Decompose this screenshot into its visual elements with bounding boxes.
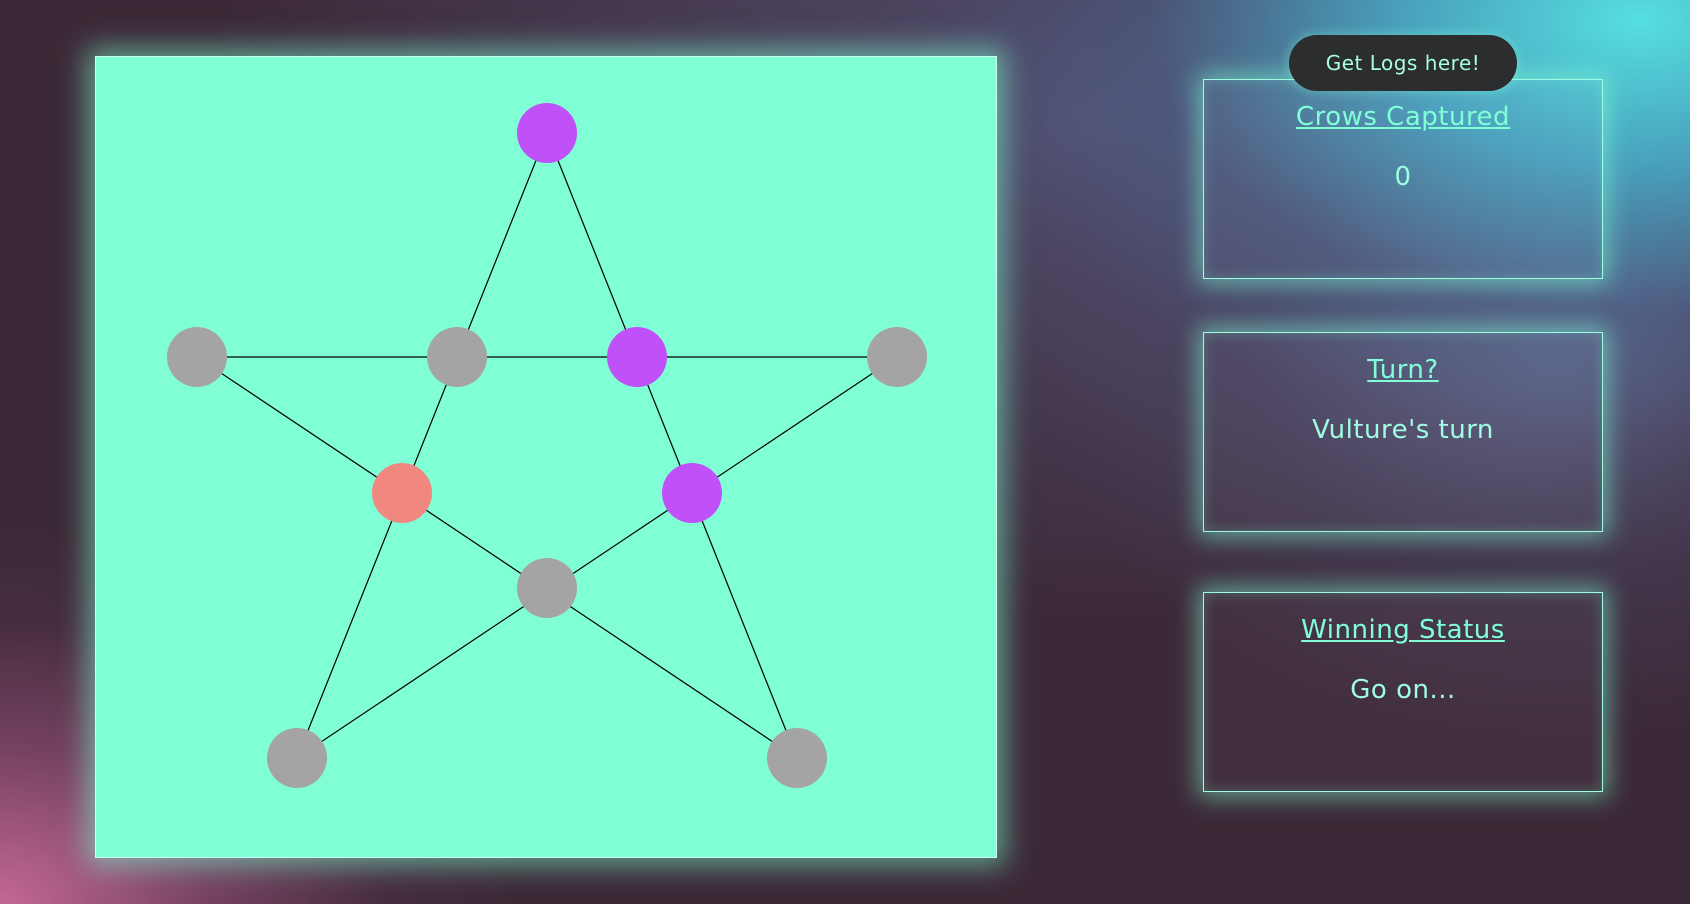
board-line-5 [296,356,898,759]
game-board [95,56,997,858]
winning-status-title: Winning Status [1301,615,1505,645]
board-node-bottom-right-point[interactable] [767,728,827,788]
board-line-1 [296,132,548,759]
board-node-inner-left-vulture[interactable] [372,463,432,523]
board-node-top-point-crow[interactable] [517,103,577,163]
board-svg [167,103,927,788]
board-node-right-point[interactable] [867,327,927,387]
board-node-inner-right-crow[interactable] [662,463,722,523]
board-node-inner-top-left[interactable] [427,327,487,387]
board-nodes [167,103,927,788]
turn-value: Vulture's turn [1312,415,1494,445]
board-line-2 [546,132,798,759]
board-node-inner-top-right-crow[interactable] [607,327,667,387]
winning-status-value: Go on... [1350,675,1456,705]
board-node-bottom-left-point[interactable] [267,728,327,788]
crows-captured-panel: Crows Captured 0 [1203,79,1603,279]
winning-status-panel: Winning Status Go on... [1203,592,1603,792]
crows-captured-title: Crows Captured [1295,102,1511,132]
turn-title: Turn? [1367,355,1439,385]
board-line-4 [196,356,798,759]
get-logs-button[interactable]: Get Logs here! [1289,35,1517,91]
board-node-left-point[interactable] [167,327,227,387]
board-lines [196,132,898,759]
turn-panel: Turn? Vulture's turn [1203,332,1603,532]
board-node-inner-bottom[interactable] [517,558,577,618]
crows-captured-count: 0 [1394,162,1412,192]
